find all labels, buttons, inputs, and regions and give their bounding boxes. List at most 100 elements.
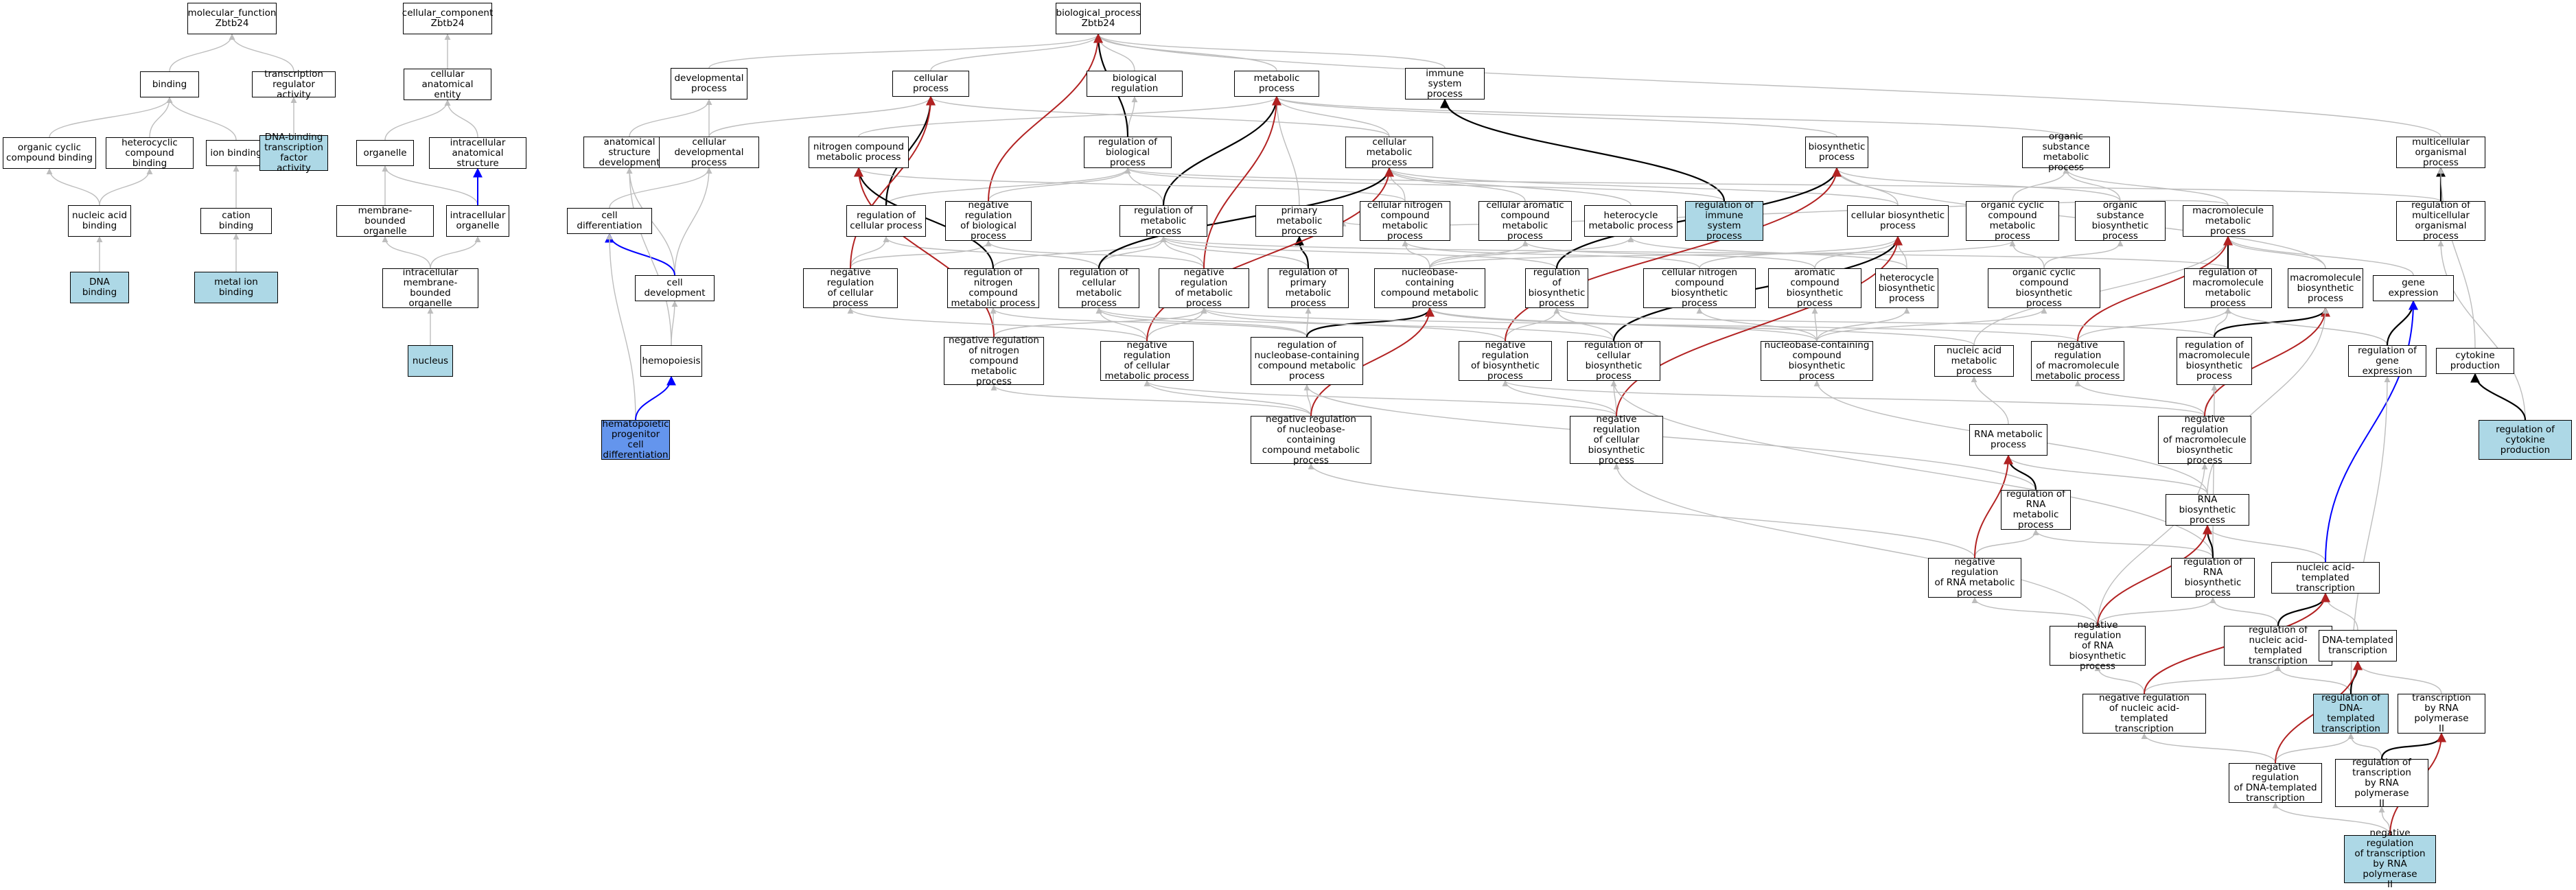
go-term-rnabp: RNA biosynthetic process <box>2166 494 2249 526</box>
go-term-rmop: regulation of multicellular organismal p… <box>2396 200 2485 242</box>
edge-is-a-trp2-to-dtt <box>2354 661 2442 694</box>
edge-is-a-cmp-to-cellproc <box>927 96 1390 137</box>
go-term-osbp: organic substance biosynthetic process <box>2075 200 2166 242</box>
edge-is-a-nrncmp-to-nrmp <box>993 307 1207 338</box>
go-term-cationb: cation binding <box>200 208 272 234</box>
edge-is-a-nbcbp-to-cncbp <box>1696 307 1818 342</box>
edge-is-a-nrtrp2-to-nrdtt <box>2272 802 2391 836</box>
edge-negatively-regulates-nrncmp-to-ncmp <box>854 167 995 338</box>
go-term-acbp: aromatic compound biosynthetic process <box>1768 268 1861 309</box>
go-term-nrmacrobp: negative regulation of macromolecule bio… <box>2158 414 2251 465</box>
edge-is-a-rnabp-to-rnamp <box>2005 455 2208 495</box>
go-term-nrmacromp: negative regulation of macromolecule met… <box>2031 340 2124 382</box>
edge-is-a-rrnamp-to-rnbccmp <box>1303 384 2037 491</box>
edge-is-a-nrdtt-to-nrnatt <box>2141 733 2276 764</box>
edge-is-a-nrmp-to-nrbp <box>985 240 1205 269</box>
edge-is-a-nrcbp-to-nrbiosyn <box>1502 380 1617 417</box>
edge-is-a-rmop-to-rbp <box>1125 167 2441 202</box>
edge-is-a-cbp-to-cmp <box>1386 167 1899 206</box>
edge-is-a-hcb-to-binding <box>149 97 173 138</box>
edge-regulates-rtrp2-to-trp2 <box>2380 732 2446 760</box>
go-term-hemo: hemopoiesis <box>640 345 702 377</box>
edge-is-a-nrdtt-to-rdtt <box>2275 733 2354 764</box>
go-term-bp: biological_process Zbtb24 <box>1056 3 1141 34</box>
edge-is-a-cdp-to-cellproc <box>708 96 934 137</box>
edge-regulates-rcbp-to-cbp <box>1612 235 1903 342</box>
go-term-nrcbp: negative regulation of cellular biosynth… <box>1570 414 1663 465</box>
go-term-celldev: cell development <box>635 275 715 301</box>
go-term-multiorg: multicellular organismal process <box>2396 137 2485 168</box>
go-term-nrnatt: negative regulation of nucleic acid-temp… <box>2082 693 2206 734</box>
edge-is-a-rcbp-to-rbiosyn <box>1553 307 1614 342</box>
go-term-cacmp: cellular aromatic compound metabolic pro… <box>1478 200 1572 242</box>
go-term-cncmp: cellular nitrogen compound metabolic pro… <box>1360 200 1450 242</box>
go-term-rdtt: regulation of DNA-templated transcriptio… <box>2313 693 2389 734</box>
edge-is-a-nab-to-hcb <box>99 168 153 206</box>
edge-is-a-tra-to-mf <box>229 34 294 72</box>
edge-regulates-rcytprod-to-cytprod <box>2470 373 2527 421</box>
edge-is-a-occbp-to-osbp <box>2043 240 2124 269</box>
go-term-nrcmp: negative regulation of cellular metaboli… <box>1100 340 1194 382</box>
go-term-macromp: macromolecule metabolic process <box>2183 205 2273 237</box>
edge-is-a-nrmacrobp-to-nrmacromp <box>2074 380 2205 417</box>
go-term-metproc: metabolic process <box>1234 71 1319 97</box>
go-term-rrnamp: regulation of RNA metabolic process <box>2001 489 2071 530</box>
go-term-nbccmp: nucleobase-containing compound metabolic… <box>1374 268 1485 309</box>
edge-is-a-nrmacromp-to-nrmp <box>1200 307 2078 342</box>
go-term-rcp: regulation of cellular process <box>846 205 926 237</box>
edge-is-a-nrrnamp-to-rrnamp <box>1974 529 2039 559</box>
edge-negatively-regulates-nrmacromp-to-macromp <box>2077 235 2233 342</box>
edge-is-a-organelle-to-cae <box>384 99 451 141</box>
edge-is-a-nrnatt-to-nrrnabp <box>2094 665 2145 694</box>
go-term-ncmp: nitrogen compound metabolic process <box>809 137 909 168</box>
go-term-biosyn: biosynthetic process <box>1805 137 1868 168</box>
edge-negatively-regulates-nrbp-to-bp <box>988 33 1103 202</box>
go-term-rcytprod: regulation of cytokine production <box>2479 420 2572 460</box>
go-term-io: intracellular organelle <box>446 205 509 237</box>
edge-negatively-regulates-nrcbp-to-cbp <box>1616 235 1903 417</box>
edge-is-a-cellproc-to-bp <box>930 34 1102 71</box>
go-term-devproc: developmental process <box>671 68 747 99</box>
edge-is-a-nbcbp-to-acbp <box>1811 307 1818 342</box>
go-term-ias: intracellular anatomical structure <box>429 137 526 169</box>
edge-is-a-hpcd-to-celldiff <box>606 233 636 421</box>
edge-is-a-rnamp-to-namp <box>1971 376 2009 425</box>
edge-is-a-cncbp-to-cncmp <box>1402 240 1700 269</box>
edge-is-a-cacmp-to-cmp <box>1386 167 1526 202</box>
edge-is-a-biosyn-to-metproc <box>1273 96 1837 137</box>
go-term-imbo: intracellular membrane-bounded organelle <box>382 268 478 309</box>
edge-is-a-namp-to-macromp <box>1973 236 2231 346</box>
go-term-rnatt: regulation of nucleic acid-templated tra… <box>2224 625 2332 666</box>
go-term-cmp: cellular metabolic process <box>1345 137 1433 168</box>
go-term-celldiff: cell differentiation <box>567 208 652 234</box>
edge-negatively-regulates-nrmp-to-metproc <box>1203 95 1281 269</box>
edge-is-a-nrnatt-to-rnatt <box>2144 665 2282 694</box>
go-term-macrobp: macromolecule biosynthetic process <box>2288 268 2363 308</box>
edge-regulates-rnbccmp-to-nbccmp <box>1306 307 1435 338</box>
go-term-nrbp: negative regulation of biological proces… <box>945 200 1032 242</box>
edge-is-a-nrcp-to-nrbp <box>850 240 992 269</box>
go-term-nrdtt: negative regulation of DNA-templated tra… <box>2229 762 2322 804</box>
go-term-dnab: DNA binding <box>70 272 129 303</box>
edge-is-a-geneexp-to-macromp <box>2225 236 2414 276</box>
edge-is-a-multiorg-to-bp <box>1095 34 2441 137</box>
edge-is-a-rims-to-rbp <box>1124 167 1725 202</box>
edge-is-a-nrrnabp-to-nrcbp <box>1613 463 2098 626</box>
go-term-dnabtfa: DNA-binding transcription factor activit… <box>259 132 328 174</box>
edge-is-a-celldev-to-asd <box>626 167 675 276</box>
go-term-rncmp: regulation of nitrogen compound metaboli… <box>947 268 1039 309</box>
edge-is-a-rcmp-to-rcp <box>883 236 1100 269</box>
edge-is-a-rnabp-to-macrobp <box>2207 307 2329 495</box>
go-term-cytprod: cytokine production <box>2436 348 2514 374</box>
edge-is-a-osbp-to-osmp <box>2063 167 2121 202</box>
edge-is-a-nrrnabp-to-nrmacrobp <box>2097 463 2208 626</box>
edge-is-a-hbp-to-cbp <box>1894 236 1907 269</box>
go-term-rmacrobp: regulation of macromolecule biosynthetic… <box>2177 337 2252 385</box>
go-term-rnamp: RNA metabolic process <box>1969 424 2047 456</box>
edge-is-a-rpmp-to-rmp <box>1160 236 1309 269</box>
edge-is-a-nrcp-to-rcp <box>850 236 890 269</box>
edge-is-a-occbp-to-occmp <box>2009 240 2045 269</box>
edge-is-a-cncbp-to-cbp <box>1699 236 1901 269</box>
edge-is-a-nrrnabp-to-rrnabp <box>2097 597 2216 626</box>
